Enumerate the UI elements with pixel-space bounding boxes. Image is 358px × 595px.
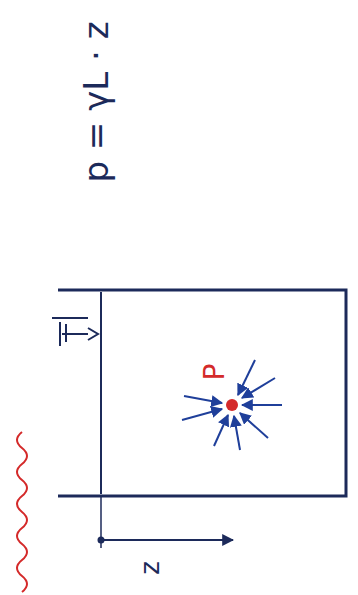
pressure-arrows — [182, 360, 282, 450]
surface-symbol — [52, 318, 98, 346]
formula: p = γL · z — [79, 21, 113, 182]
wavy-brace — [17, 432, 27, 592]
depth-arrow — [98, 496, 234, 548]
point-label: P — [201, 364, 229, 381]
vessel-wall — [58, 290, 346, 496]
liquid-surface — [100, 292, 102, 494]
depth-label: z — [137, 561, 163, 575]
point-p — [226, 399, 238, 411]
